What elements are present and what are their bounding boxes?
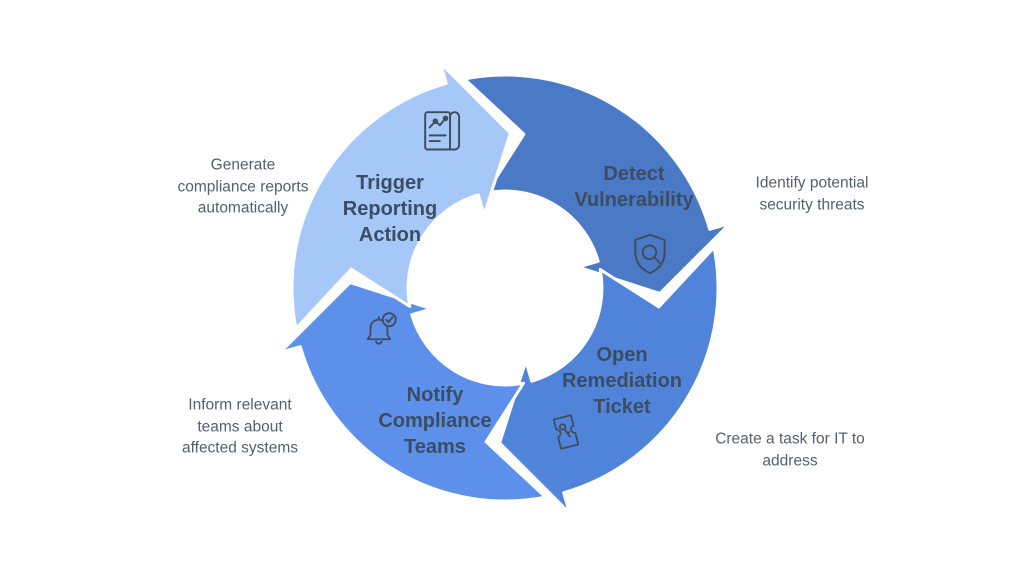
notify-segment xyxy=(278,281,548,503)
step-title-notify: Notify Compliance Teams xyxy=(378,384,492,458)
shield-search-icon xyxy=(624,228,676,280)
step-caption-notify: Inform relevant teams about affected sys… xyxy=(181,396,298,457)
step-caption-trigger: Generate compliance reports automaticall… xyxy=(177,156,309,217)
step-caption-detect: Identify potential security threats xyxy=(755,174,869,213)
step-title-trigger: Trigger Reporting Action xyxy=(342,172,438,246)
step-title-detect: Detect Vulnerability xyxy=(574,163,694,211)
bell-check-icon xyxy=(355,305,405,355)
step-caption-open: Create a task for IT to address xyxy=(715,430,865,469)
trigger-segment xyxy=(290,61,512,331)
open-segment xyxy=(498,245,720,515)
report-icon xyxy=(415,106,467,158)
ticket-icon xyxy=(542,408,590,456)
step-title-open: Open Remediation Ticket xyxy=(561,344,683,418)
